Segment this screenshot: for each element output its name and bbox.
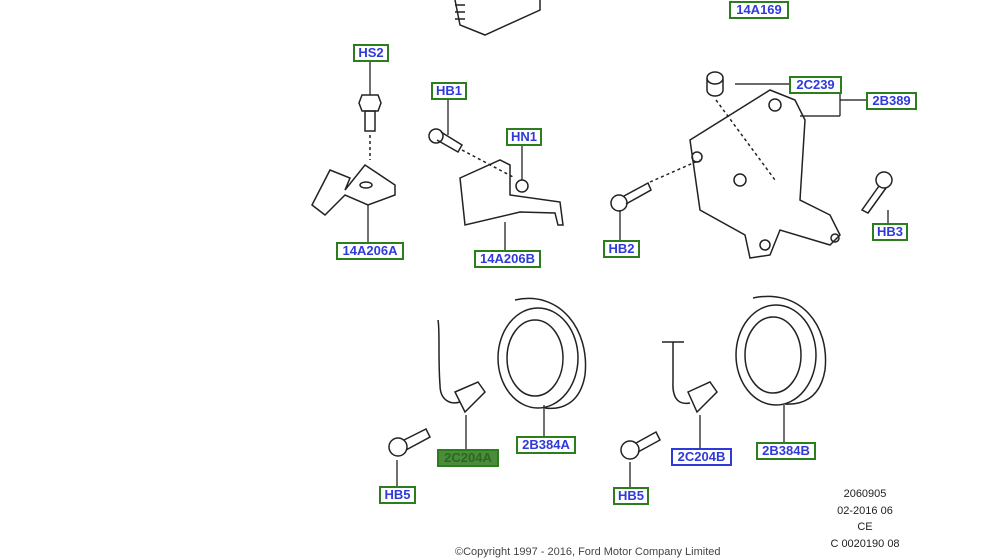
bracket-2B389-drawing [649,71,841,259]
bolt-hb5b-drawing [620,430,661,460]
bracket-14A206B-drawing [459,159,564,226]
callout-hb1[interactable]: HB1 [431,82,467,100]
callout-hn1[interactable]: HN1 [506,128,542,146]
callout-hb3[interactable]: HB3 [872,223,908,241]
callout-14A206B[interactable]: 14A206B [474,250,541,268]
callout-hb2[interactable]: HB2 [603,240,640,258]
drawing-number: 2060905 [843,488,887,500]
callout-2B389[interactable]: 2B389 [866,92,917,110]
tone-ring-2B384A-drawing [497,297,587,410]
callout-2C204A-selected[interactable]: 2C204A [437,449,499,467]
copyright-notice: ©Copyright 1997 - 2016, Ford Motor Compa… [455,546,721,558]
callout-14A206A[interactable]: 14A206A [336,242,404,260]
callout-2B384B[interactable]: 2B384B [756,442,816,460]
leader-lines [367,62,889,487]
callout-2B384A[interactable]: 2B384A [516,436,576,454]
callout-14A169[interactable]: 14A169 [729,1,789,19]
callout-2C204B[interactable]: 2C204B [671,448,732,466]
tone-ring-2B384B-drawing [735,295,827,406]
drawing-region: CE [857,521,873,533]
callout-hb5-right[interactable]: HB5 [613,487,649,505]
bolt-hb1-drawing [428,128,516,179]
drawing-date: 02-2016 06 [837,505,893,517]
bolt-hb5a-drawing [388,427,431,457]
bolt-hb3-drawing [860,171,893,214]
bolt-hb2-drawing [610,181,652,212]
callout-2C239[interactable]: 2C239 [789,76,842,94]
drawing-code: C 0020190 08 [830,538,900,550]
screw-hs2-drawing [358,94,382,160]
bracket-14A206A-drawing [311,163,396,216]
module-14A169-drawing [454,0,541,36]
callout-hs2[interactable]: HS2 [353,44,389,62]
sensor-2C204A-drawing [437,319,486,414]
callout-hb5-left[interactable]: HB5 [379,486,416,504]
nut-hn1-drawing [515,179,529,193]
sensor-2C204B-drawing [662,341,718,414]
